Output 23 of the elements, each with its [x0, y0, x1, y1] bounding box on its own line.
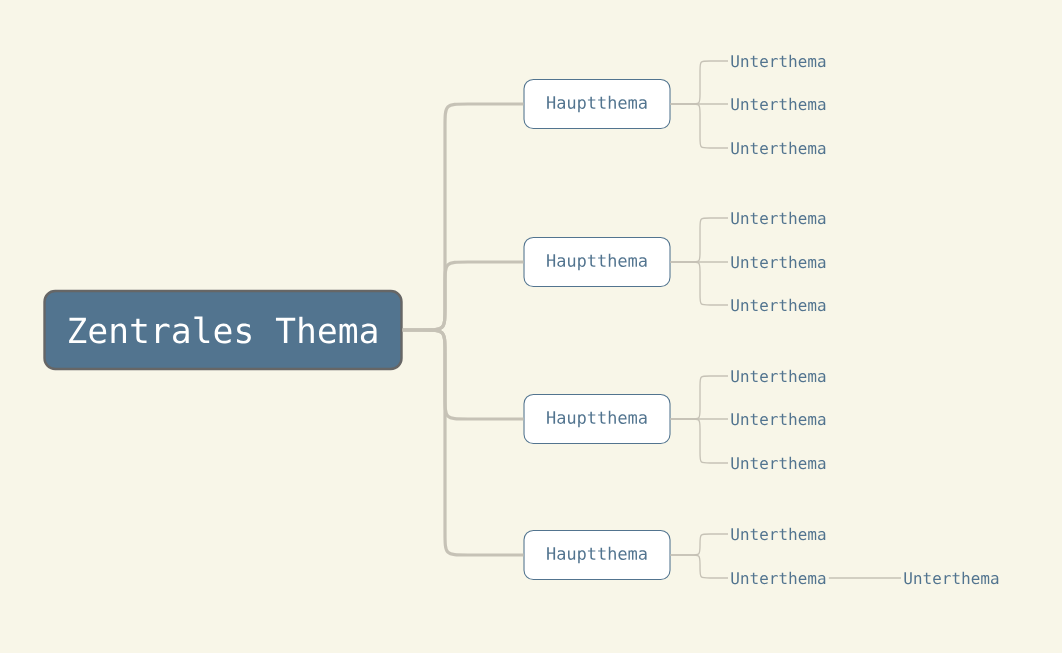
main-topic-box: Hauptthema — [523, 236, 671, 288]
subtopic-text: Unterthema — [731, 211, 826, 225]
brace-connector — [669, 103, 729, 149]
subtopic-text: Unterthema — [731, 571, 826, 585]
subtopic-text: Unterthema — [731, 97, 826, 111]
brace-connector — [828, 577, 902, 579]
subtopic-text: Unterthema — [731, 54, 826, 68]
subtopic-text: Unterthema — [731, 255, 826, 269]
subtopic-text: Unterthema — [731, 369, 826, 383]
subtopic-text: Unterthema — [731, 412, 826, 426]
subtopic-text: Unterthema — [731, 456, 826, 470]
central-topic-box: Zentrales Thema — [43, 289, 403, 371]
main-topic-box: Hauptthema — [523, 78, 671, 130]
subtopic-text: Unterthema — [731, 141, 826, 155]
brace-connector — [669, 554, 729, 579]
main-topic-box: Hauptthema — [523, 393, 671, 445]
brace-connector — [402, 328, 524, 557]
brace-connector — [669, 418, 729, 464]
main-topic-box: Hauptthema — [523, 529, 671, 581]
subtopic-text: Unterthema — [904, 571, 999, 585]
brace-connector — [669, 261, 729, 306]
subtopic-text: Unterthema — [731, 298, 826, 312]
subtopic-text: Unterthema — [731, 527, 826, 541]
